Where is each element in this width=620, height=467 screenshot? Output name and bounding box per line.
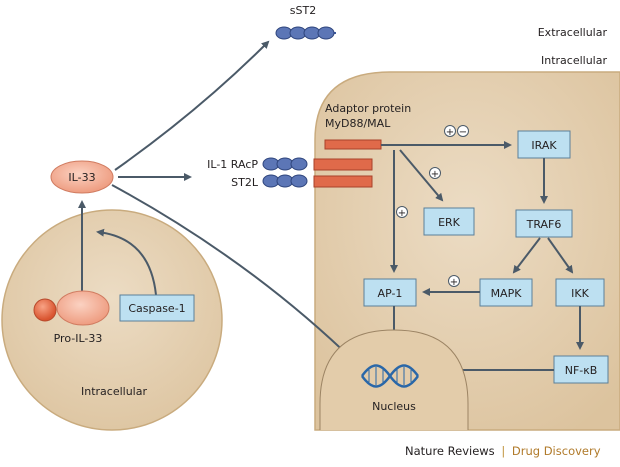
journal-section: Drug Discovery: [511, 444, 601, 458]
dna-icon: [360, 364, 420, 388]
extracellular-label: Extracellular: [538, 26, 608, 39]
svg-text:+: +: [398, 208, 406, 219]
footer-separator: |: [501, 444, 506, 458]
intracellular-right-label: Intracellular: [541, 54, 607, 67]
adaptor-protein: [324, 139, 382, 150]
ikk-box: IKK: [555, 278, 605, 307]
arrow-il33-to-sst2: [114, 40, 270, 171]
arrow-adaptor-to-erk: [399, 149, 444, 202]
arrow-traf6-to-mapk: [512, 237, 541, 274]
svg-text:+: +: [446, 127, 454, 138]
plus-mapk: +: [448, 275, 460, 288]
caspase1-box: Caspase-1: [119, 294, 195, 322]
sst2-label: sST2: [290, 4, 316, 17]
st2l-receptor: [262, 174, 373, 188]
svg-text:IL-33: IL-33: [68, 171, 95, 184]
plus-minus-irak: + −: [444, 125, 469, 138]
intracellular-left-label: Intracellular: [81, 385, 147, 398]
svg-text:TRAF6: TRAF6: [526, 218, 562, 231]
journal-footer: Nature Reviews | Drug Discovery: [405, 444, 601, 458]
plus-erk: +: [429, 167, 441, 180]
svg-text:Caspase-1: Caspase-1: [128, 302, 185, 315]
svg-text:+: +: [431, 169, 439, 180]
adaptor-label-line2: MyD88/MAL: [325, 117, 391, 130]
il33-protein: IL-33: [50, 160, 114, 194]
ap1-box: AP-1: [363, 278, 417, 307]
svg-text:NF-κB: NF-κB: [565, 364, 598, 377]
arrow-traf6-to-ikk: [547, 237, 574, 274]
il1racp-label: IL-1 RAcP: [207, 158, 258, 171]
pro-il33-protein: [33, 290, 110, 326]
plus-ap1: +: [396, 206, 408, 219]
erk-box: ERK: [423, 207, 475, 236]
svg-text:IKK: IKK: [571, 287, 589, 300]
svg-text:+: +: [450, 277, 458, 288]
svg-text:MAPK: MAPK: [491, 287, 523, 300]
nucleus-label: Nucleus: [372, 400, 416, 413]
arrow-caspase1-to-il33: [96, 228, 157, 296]
irak-box: IRAK: [517, 130, 571, 159]
traf6-box: TRAF6: [515, 209, 573, 238]
mapk-box: MAPK: [479, 278, 533, 307]
svg-text:ERK: ERK: [438, 216, 461, 229]
st2l-label: ST2L: [231, 176, 259, 189]
sst2-molecule: [275, 26, 336, 40]
svg-text:IRAK: IRAK: [531, 139, 557, 152]
svg-text:AP-1: AP-1: [378, 287, 403, 300]
il1racp-receptor: [262, 157, 373, 171]
source-cell: [1, 209, 223, 431]
nfkb-box: NF-κB: [553, 355, 609, 384]
journal-name: Nature Reviews: [405, 444, 495, 458]
adaptor-label-line1: Adaptor protein: [325, 102, 411, 115]
arrow-il33-to-nucleus: [111, 184, 357, 364]
pro-il33-label: Pro-IL-33: [54, 332, 103, 345]
svg-text:−: −: [459, 127, 467, 138]
